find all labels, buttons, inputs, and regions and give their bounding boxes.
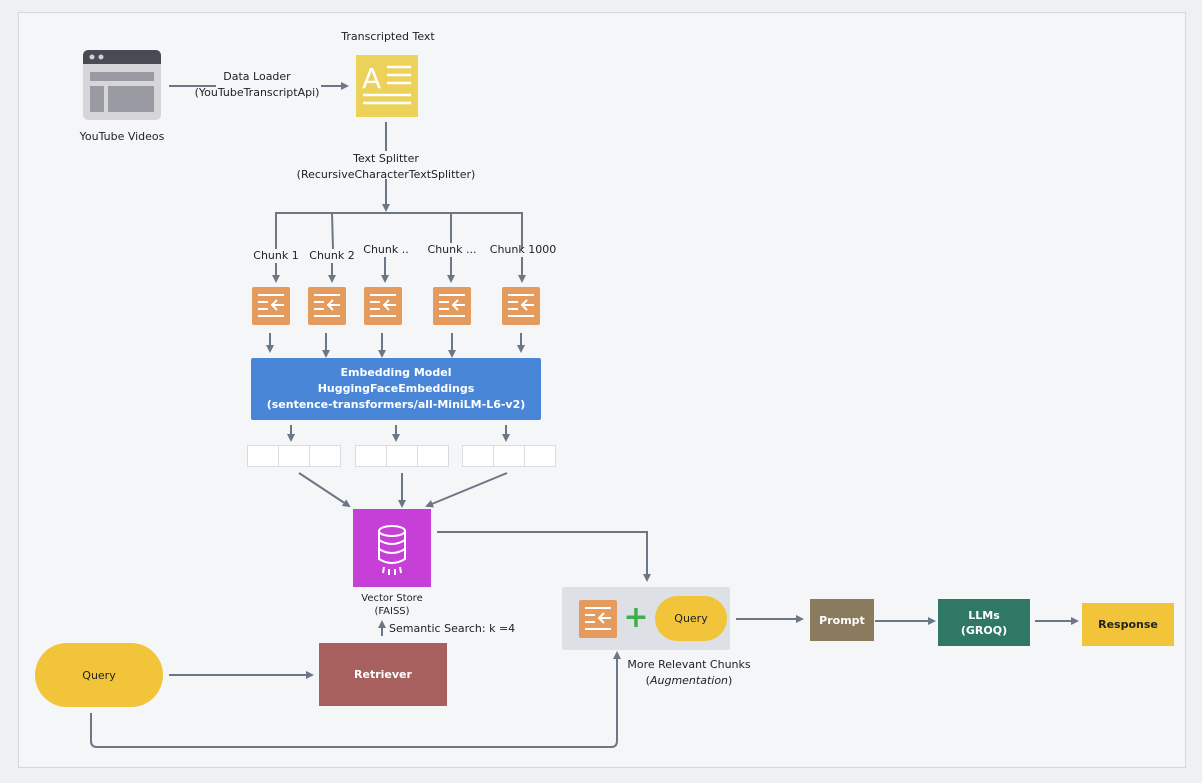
document-text-icon: A [356,55,418,117]
text-chunk-icon [585,607,611,630]
svg-text:A: A [362,62,381,95]
transcript-label: Transcripted Text [341,30,435,43]
wire-branch-2 [331,212,334,250]
vector-cell [247,445,279,467]
text-splitter-label: Text Splitter (RecursiveCharacterTextSpl… [296,152,476,181]
chunk-1-icon[interactable] [252,287,290,325]
vector-cell [493,445,525,467]
vector-cell [309,445,341,467]
text-chunk-icon [258,294,284,317]
text-chunk-icon [508,294,534,317]
prompt-node[interactable]: Prompt [810,599,874,641]
wire-vs-aug [437,531,651,582]
wire-vs3 [425,472,508,508]
vector-cell [278,445,310,467]
chunk-4-icon[interactable] [433,287,471,325]
augmentation-node[interactable]: + Query [562,587,730,650]
text-chunk-icon [439,294,465,317]
chunk-5-label: Chunk 1000 [489,243,557,256]
transcript-node[interactable]: A [356,55,418,117]
connectors [90,82,1079,748]
youtube-videos-node[interactable] [83,50,161,120]
vector-cell [386,445,418,467]
response-node[interactable]: Response [1082,603,1174,646]
vector-cell [417,445,449,467]
augmentation-query-pill: Query [655,596,727,641]
wire-query-aug [90,651,621,748]
chunk-2-icon[interactable] [308,287,346,325]
database-icon [378,525,406,575]
vector-store-label: Vector Store (FAISS) [361,593,423,617]
embedding-model-node[interactable]: Embedding Model HuggingFaceEmbeddings (s… [251,358,541,420]
augmentation-label: More Relevant Chunks (Augmentation) [627,658,751,687]
vector-store-node[interactable] [353,509,431,587]
llm-node[interactable]: LLMs (GROQ) [938,599,1030,646]
vector-cell [524,445,556,467]
vector-cell [355,445,387,467]
semantic-search-label: Semantic Search: k =4 [389,622,516,635]
text-chunk-icon [370,294,396,317]
wire-branch-bus [275,212,523,249]
vector-cell [462,445,494,467]
wire-vs1 [298,472,351,508]
query-input-node[interactable]: Query [35,643,163,707]
chunk-5-icon[interactable] [502,287,540,325]
browser-window-icon [83,50,161,120]
data-loader-label: Data Loader (YouTubeTranscriptApi) [194,70,320,99]
chunk-4-label: Chunk ... [427,243,477,256]
retriever-node[interactable]: Retriever [319,643,447,706]
plus-icon: + [623,600,649,635]
chunk-3-label: Chunk .. [363,243,409,256]
augmentation-chunk-icon [579,600,617,638]
text-chunk-icon [314,294,340,317]
diagram-canvas: YouTube Videos Data Loader (YouTubeTrans… [18,12,1186,768]
chunk-1-label: Chunk 1 [253,249,299,262]
chunk-3-icon[interactable] [364,287,402,325]
chunk-2-label: Chunk 2 [309,249,355,262]
youtube-videos-label: YouTube Videos [79,130,165,143]
